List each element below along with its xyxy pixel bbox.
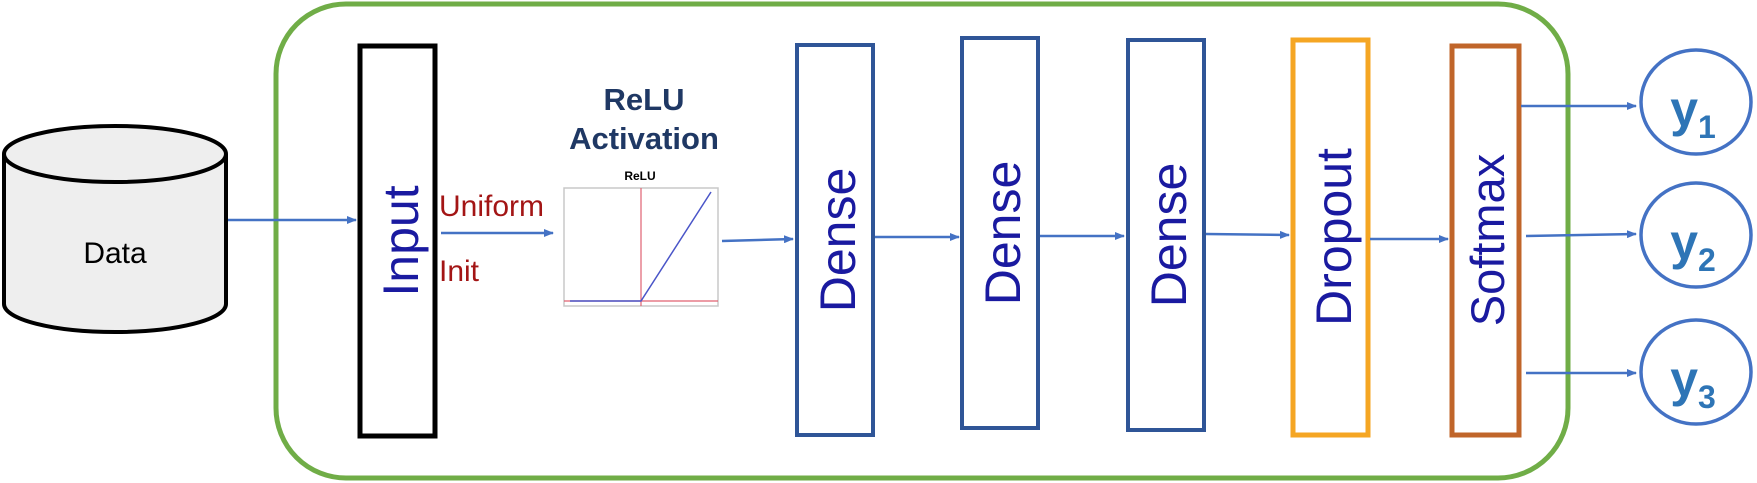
activation-title-line2: Activation xyxy=(569,121,719,156)
dense-layer-1-label: Dense xyxy=(810,168,866,313)
activation-title-line1: ReLU xyxy=(604,82,685,117)
output-y3-sub: 3 xyxy=(1698,379,1716,415)
input-layer: Input xyxy=(357,43,438,439)
output-node-y3: y3 xyxy=(1639,318,1753,426)
relu-plot: ReLU xyxy=(563,169,719,307)
data-store: Data xyxy=(2,124,228,334)
model-container xyxy=(273,1,1571,481)
svg-text:y2: y2 xyxy=(1670,214,1716,278)
arrow-dense3-dropout xyxy=(1205,230,1290,239)
output-y2-sub: 2 xyxy=(1698,242,1716,278)
output-y3-base: y xyxy=(1670,351,1698,407)
init-label-line1: Uniform xyxy=(439,190,544,223)
dropout-layer-label: Dropout xyxy=(1306,148,1362,326)
init-label-line2: Init xyxy=(439,255,480,288)
softmax-layer: Softmax xyxy=(1449,43,1522,438)
output-node-y2: y2 xyxy=(1639,181,1753,289)
data-label: Data xyxy=(83,237,147,270)
arrow-softmax-y2 xyxy=(1525,230,1637,239)
output-node-y1: y1 xyxy=(1639,48,1753,156)
relu-curve xyxy=(570,191,712,302)
softmax-layer-label: Softmax xyxy=(1461,154,1514,326)
input-label: Input xyxy=(373,185,429,296)
dense-layer-3-label: Dense xyxy=(1141,163,1197,308)
output-y1-sub: 1 xyxy=(1698,109,1716,145)
svg-text:y3: y3 xyxy=(1670,351,1716,415)
dense-layer-3: Dense xyxy=(1126,38,1206,432)
dense-layer-2-label: Dense xyxy=(975,161,1031,306)
arrow-activation-dense1 xyxy=(721,235,794,244)
dense-layer-2: Dense xyxy=(960,36,1040,430)
dense-layer-1: Dense xyxy=(795,43,875,437)
relu-plot-title: ReLU xyxy=(624,169,655,183)
output-y1-base: y xyxy=(1670,81,1698,137)
dropout-layer: Dropout xyxy=(1290,37,1371,438)
svg-text:y1: y1 xyxy=(1670,81,1716,145)
output-y2-base: y xyxy=(1670,214,1698,270)
